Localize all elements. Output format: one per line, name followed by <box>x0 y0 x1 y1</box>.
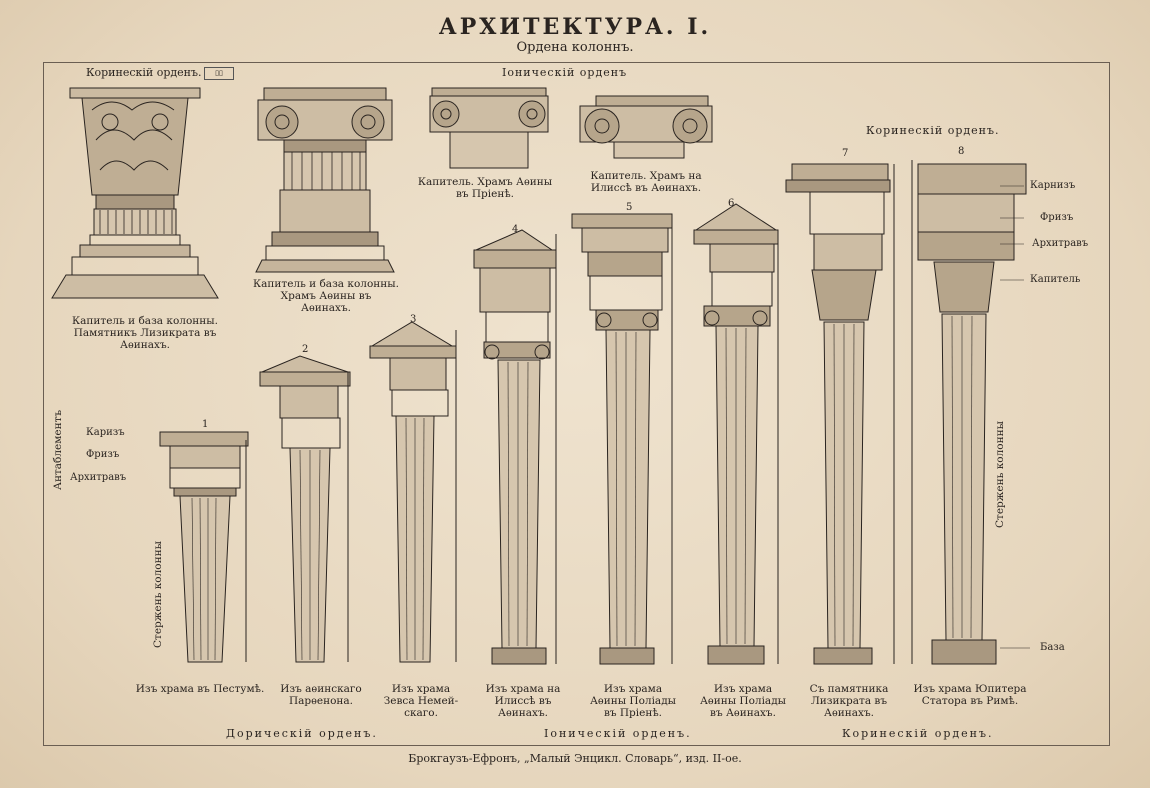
caption-line: въ Пріенѣ. <box>603 707 663 719</box>
column-number-4: 4 <box>512 224 519 235</box>
ilissos-capital-drawing <box>579 95 713 159</box>
caption-line: Статора въ Римѣ. <box>921 695 1019 707</box>
corinthian-right-label: Коринескій орденъ. <box>866 124 1000 137</box>
caption-line: Аѳинахъ. <box>498 707 548 719</box>
column-6-caption: Изъ храма Аѳины Поліады въ Аѳинахъ. <box>688 683 798 719</box>
caption-line: Зевса Немей- <box>383 695 459 707</box>
right-shaft-label: Стержень колонны <box>994 421 1006 528</box>
athena-caption: Капитель и база колонны. Храмъ Аѳины въ … <box>236 278 416 314</box>
caption-line: Капитель. Храмъ Аѳины <box>417 176 553 188</box>
caption-line: Изъ храма <box>391 683 451 695</box>
column-number-5: 5 <box>626 202 633 213</box>
caption-line: Изъ храма Юпитера <box>913 683 1027 695</box>
column-7-drawing <box>785 163 895 665</box>
column-1-drawing <box>159 431 249 663</box>
column-4-caption: Изъ храма на Илиссѣ въ Аѳинахъ. <box>468 683 578 719</box>
column-3-caption: Изъ храма Зевса Немей- скаго. <box>366 683 476 719</box>
caption-line: Аѳинахъ. <box>824 707 874 719</box>
caption-line: въ Пріенѣ. <box>455 188 515 200</box>
caption-line: Аѳинахъ. <box>301 302 351 314</box>
caption-line: Капитель. Храмъ на <box>590 170 702 182</box>
column-8-caption: Изъ храма Юпитера Статора въ Римѣ. <box>900 683 1040 707</box>
column-5-caption: Изъ храма Аѳины Поліады въ Пріенѣ. <box>578 683 688 719</box>
caption-line: Изъ храма <box>713 683 773 695</box>
column-number-3: 3 <box>410 314 417 325</box>
column-1-caption: Изъ храма въ Пестумѣ. <box>125 683 275 695</box>
left-architrave-label: Архитравъ <box>70 472 127 483</box>
athena-capital-drawing <box>255 87 395 273</box>
plate-title: АРХИТЕКТУРА. I. <box>438 14 712 40</box>
right-cornice-label: Карнизъ <box>1030 180 1076 191</box>
caption-line: Храмъ Аѳины въ <box>280 290 372 302</box>
entablature-label: Антаблементъ <box>52 409 64 490</box>
column-2-drawing <box>259 355 351 663</box>
stamp-icon: ▯▯ <box>204 67 234 80</box>
right-architrave-label: Архитравъ <box>1032 238 1089 249</box>
lysicrates-capital-drawing <box>51 87 219 299</box>
caption-line: въ Аѳинахъ. <box>710 707 776 719</box>
caption-line: Илиссѣ въ <box>494 695 552 707</box>
column-number-7: 7 <box>842 148 849 159</box>
column-8-drawing <box>911 160 1027 665</box>
column-5-drawing <box>571 213 673 665</box>
caption-line: Изъ храма <box>603 683 663 695</box>
column-7-caption: Съ памятника Лизикрата въ Аѳинахъ. <box>794 683 904 719</box>
right-frieze-label: Фризъ <box>1040 212 1074 223</box>
caption-line: Изъ аѳинскаго <box>280 683 362 695</box>
caption-line: Илиссѣ въ Аѳинахъ. <box>590 182 702 194</box>
caption-line: скаго. <box>404 707 438 719</box>
publisher-footer: Брокгаузъ-Ефронъ, „Малый Энцикл. Словарь… <box>408 752 742 765</box>
caption-line: Лизикрата въ <box>810 695 888 707</box>
caption-line: Парѳенона. <box>288 695 354 707</box>
corinthian-top-label: Коринескій орденъ. <box>86 66 202 79</box>
plate-frame <box>43 62 1110 746</box>
caption-line: Аѳины Поліады <box>699 695 787 707</box>
caption-line: Капитель и база колонны. <box>72 315 218 327</box>
caption-line: Аѳинахъ. <box>120 339 170 351</box>
corinthian-order-label: Коринескій орденъ. <box>842 727 994 740</box>
plate-subtitle: Ордена колоннъ. <box>516 40 634 55</box>
ionic-top-label: Іоническій орденъ <box>502 66 628 79</box>
doric-order-label: Дорическій орденъ. <box>226 727 378 740</box>
column-number-1: 1 <box>202 419 209 430</box>
caption-line: Памятникъ Лизикрата въ <box>73 327 217 339</box>
column-4-drawing <box>473 229 557 665</box>
column-3-drawing <box>369 321 457 663</box>
ionic-order-label: Іоническій орденъ. <box>544 727 692 740</box>
right-capital-label: Капитель <box>1030 274 1081 285</box>
left-frieze-label: Фризъ <box>86 449 120 460</box>
caption-line: Съ памятника <box>809 683 889 695</box>
column-2-caption: Изъ аѳинскаго Парѳенона. <box>266 683 376 707</box>
caption-line: Капитель и база колонны. <box>253 278 399 290</box>
left-cornice-label: Каризъ <box>86 427 125 438</box>
column-number-2: 2 <box>302 344 309 355</box>
right-base-label: База <box>1040 642 1065 653</box>
ilissos-caption: Капитель. Храмъ на Илиссѣ въ Аѳинахъ. <box>566 170 726 194</box>
column-6-drawing <box>693 203 779 665</box>
left-shaft-label: Стержень колонны <box>152 541 164 648</box>
caption-line: Изъ храма въ Пестумѣ. <box>135 683 265 695</box>
column-number-8: 8 <box>958 146 965 157</box>
caption-line: Изъ храма на <box>485 683 561 695</box>
caption-line: Аѳины Поліады <box>589 695 677 707</box>
priene-capital-drawing <box>429 87 549 169</box>
column-number-6: 6 <box>728 198 735 209</box>
lysicrates-caption: Капитель и база колонны. Памятникъ Лизик… <box>50 315 240 351</box>
priene-caption: Капитель. Храмъ Аѳины въ Пріенѣ. <box>400 176 570 200</box>
